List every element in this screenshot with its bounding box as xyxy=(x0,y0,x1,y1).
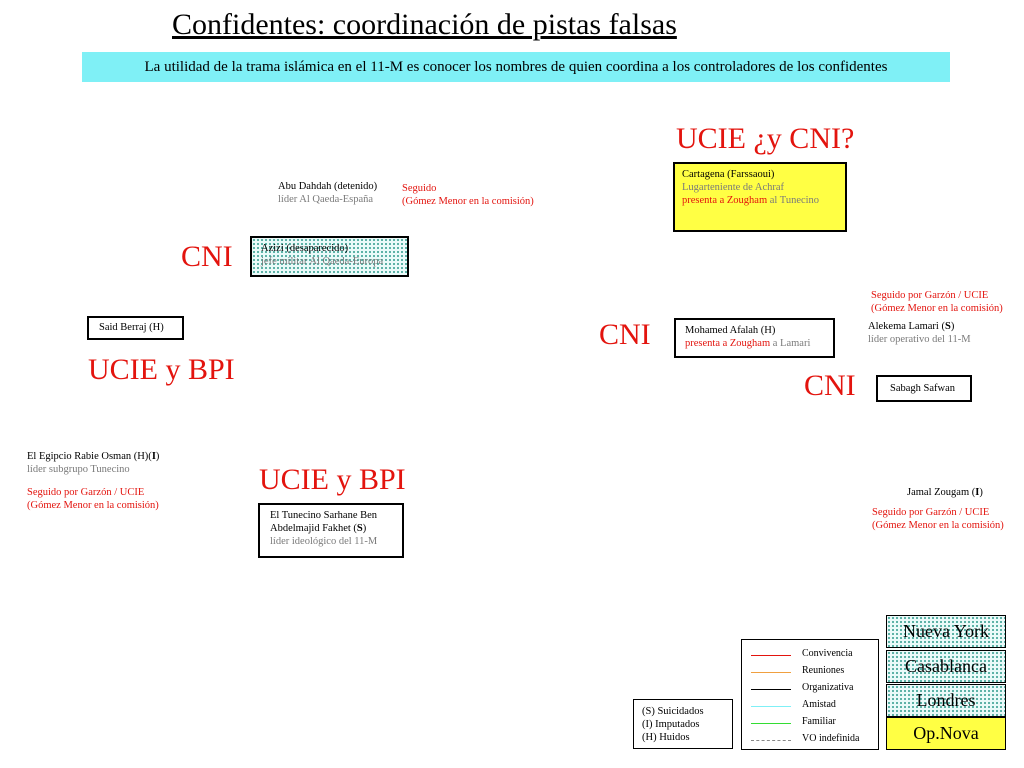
azizi-role: jefe militar Al Qaeda-Europa xyxy=(261,256,384,267)
fakhet-name-1: El Tunecino Sarhane Ben xyxy=(270,510,378,521)
lamari-note-1: Seguido por Garzón / UCIE xyxy=(871,290,989,301)
legend-label-2: Reuniones xyxy=(802,665,845,676)
azizi-name: Azizi (desaparecido) xyxy=(261,243,349,254)
node-safwan: Sabagh Safwan xyxy=(876,375,972,402)
lamari-note-2: (Gómez Menor en la comisión) xyxy=(871,303,1003,314)
dahdah-note: Seguido (Gómez Menor en la comisión) xyxy=(402,182,534,208)
fakhet-tag: S xyxy=(356,523,363,534)
lamari-name: Alekema Lamari ( xyxy=(868,321,945,332)
dahdah-note-2: (Gómez Menor en la comisión) xyxy=(402,196,534,207)
location-casablanca: Casablanca xyxy=(886,650,1006,683)
node-fakhet: El Tunecino Sarhane Ben Abdelmajid Fakhe… xyxy=(258,503,404,558)
agency-label-cni-afalah: CNI xyxy=(599,318,651,351)
node-rabie: El Egipcio Rabie Osman (H)(I) líder subg… xyxy=(27,450,159,476)
afalah-action-grey: a Lamari xyxy=(770,338,811,349)
zougam-name: Jamal Zougam ( xyxy=(907,487,976,498)
legend-label-4: Amistad xyxy=(802,699,836,710)
agency-label-cni-safwan: CNI xyxy=(804,369,856,402)
dahdah-name: Abu Dahdah (detenido) xyxy=(278,181,378,192)
rabie-note-2: (Gómez Menor en la comisión) xyxy=(27,500,159,511)
rabie-tag: I xyxy=(151,451,156,462)
afalah-name: Mohamed Afalah (H) xyxy=(685,325,776,336)
rabie-note-1: Seguido por Garzón / UCIE xyxy=(27,487,145,498)
cartagena-action-grey: al Tunecino xyxy=(767,195,820,206)
cartagena-name: Cartagena (Farssaoui) xyxy=(682,169,775,180)
legend-line-4 xyxy=(751,706,791,707)
lamari-name-line: Alekema Lamari (S) xyxy=(868,320,971,333)
subtitle-banner: La utilidad de la trama islámica en el 1… xyxy=(82,52,950,82)
afalah-action-red: presenta a Zougham xyxy=(685,338,771,349)
zougam-tag: I xyxy=(975,487,980,498)
legend-line-2 xyxy=(751,672,791,673)
legend-line-1 xyxy=(751,655,791,656)
rabie-name-line: El Egipcio Rabie Osman (H)(I) xyxy=(27,450,159,463)
legend-label-6: VO indefinida xyxy=(802,733,860,744)
agency-label-cni-azizi: CNI xyxy=(181,240,233,273)
rabie-note: Seguido por Garzón / UCIE (Gómez Menor e… xyxy=(27,486,159,512)
zougam-name-end: ) xyxy=(979,487,983,498)
legend-label-5: Familiar xyxy=(802,716,836,727)
legend-label-1: Convivencia xyxy=(802,648,853,659)
zougam-note-2: (Gómez Menor en la comisión) xyxy=(872,520,1004,531)
berraj-name: Said Berraj (H) xyxy=(99,322,164,333)
safwan-name: Sabagh Safwan xyxy=(890,383,956,394)
dahdah-note-1: Seguido xyxy=(402,183,437,194)
node-berraj: Said Berraj (H) xyxy=(87,316,184,340)
cartagena-role: Lugarteniente de Achraf xyxy=(682,182,785,193)
abbrev-suicidados: (S) Suicidados xyxy=(642,706,704,717)
fakhet-name-line: Abdelmajid Fakhet (S) xyxy=(270,522,392,535)
afalah-action: presenta a Zougham a Lamari xyxy=(685,337,824,350)
zougam-note: Seguido por Garzón / UCIE (Gómez Menor e… xyxy=(872,506,1004,532)
abbreviation-legend: (S) Suicidados (I) Imputados (H) Huidos xyxy=(633,699,733,749)
node-dahdah: Abu Dahdah (detenido) líder Al Qaeda-Esp… xyxy=(278,180,377,206)
page-title: Confidentes: coordinación de pistas fals… xyxy=(172,8,677,41)
cartagena-action: presenta a Zougham al Tunecino xyxy=(682,194,838,207)
agency-label-ucie-bpi-fakhet: UCIE y BPI xyxy=(259,463,406,496)
abbrev-huidos: (H) Huidos xyxy=(642,732,690,743)
lamari-name-end: ) xyxy=(950,321,955,332)
fakhet-name-2: Abdelmajid Fakhet ( xyxy=(270,523,357,534)
lamari-tag: S xyxy=(944,321,951,332)
location-nueva-york: Nueva York xyxy=(886,615,1006,648)
legend-line-3 xyxy=(751,689,791,690)
rabie-name-end: ) xyxy=(155,451,160,462)
legend-line-5 xyxy=(751,723,791,724)
rabie-name: El Egipcio Rabie Osman (H)( xyxy=(27,451,152,462)
fakhet-name-end: ) xyxy=(362,523,367,534)
legend-label-3: Organizativa xyxy=(802,682,854,693)
legend-line-6 xyxy=(751,740,791,741)
agency-label-ucie-cni: UCIE ¿y CNI? xyxy=(676,122,855,155)
lamari-note: Seguido por Garzón / UCIE (Gómez Menor e… xyxy=(871,289,1003,315)
node-zougam: Jamal Zougam (I) xyxy=(907,486,983,499)
agency-label-ucie-bpi-berraj: UCIE y BPI xyxy=(88,353,235,386)
node-afalah: Mohamed Afalah (H) presenta a Zougham a … xyxy=(674,318,835,358)
rabie-role: líder subgrupo Tunecino xyxy=(27,464,130,475)
node-lamari: Alekema Lamari (S) líder operativo del 1… xyxy=(868,320,971,346)
dahdah-role: líder Al Qaeda-España xyxy=(278,194,374,205)
node-azizi: Azizi (desaparecido) jefe militar Al Qae… xyxy=(250,236,409,277)
zougam-note-1: Seguido por Garzón / UCIE xyxy=(872,507,990,518)
location-londres: Londres xyxy=(886,684,1006,717)
lamari-role: líder operativo del 11-M xyxy=(868,334,971,345)
fakhet-role: líder ideológico del 11-M xyxy=(270,536,378,547)
location-op-nova: Op.Nova xyxy=(886,717,1006,750)
cartagena-action-red: presenta a Zougham xyxy=(682,195,768,206)
abbrev-imputados: (I) Imputados xyxy=(642,719,700,730)
node-cartagena: Cartagena (Farssaoui) Lugarteniente de A… xyxy=(673,162,847,232)
